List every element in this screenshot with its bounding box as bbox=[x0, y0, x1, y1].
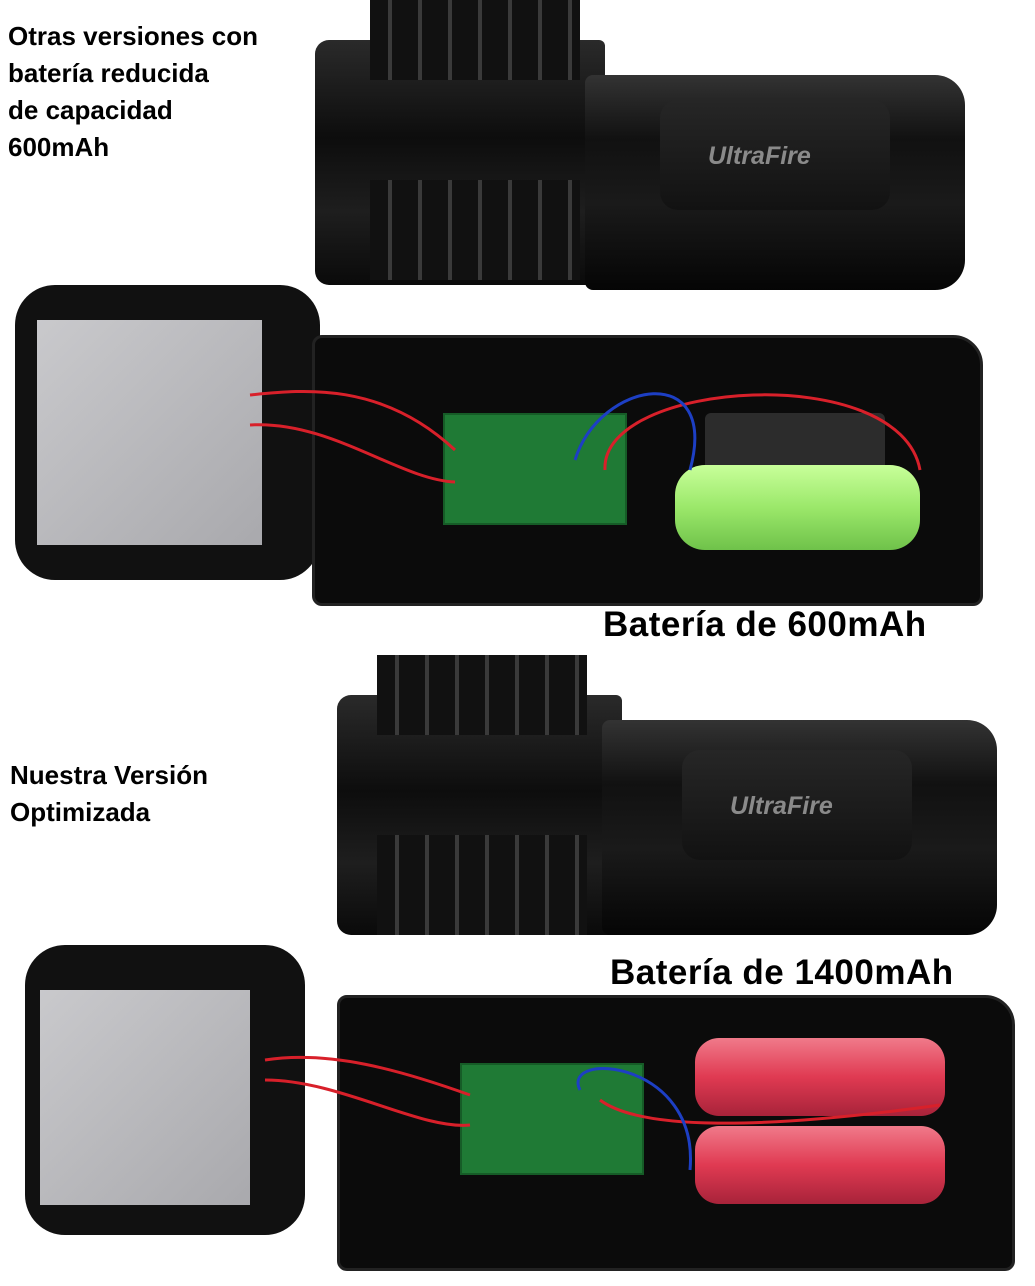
top-note-line: 600mAh bbox=[8, 132, 110, 162]
open-case-top bbox=[312, 335, 983, 606]
red-wire bbox=[249, 389, 457, 452]
red-wire bbox=[603, 393, 922, 471]
logo-plate: UltraFire bbox=[660, 100, 890, 210]
bottom-note: Nuestra Versión Optimizada bbox=[10, 757, 208, 831]
cooling-fins bbox=[370, 180, 580, 280]
battery-600mah bbox=[675, 465, 920, 550]
bottom-note-line: Nuestra Versión bbox=[10, 760, 208, 790]
led-panel bbox=[37, 320, 262, 545]
flashlight-bottom: UltraFire bbox=[337, 655, 1002, 945]
red-wire bbox=[249, 423, 456, 484]
cooling-fins bbox=[377, 655, 587, 735]
bottom-note-line: Optimizada bbox=[10, 797, 151, 827]
red-wire bbox=[264, 1078, 471, 1127]
led-panel bbox=[40, 990, 250, 1205]
cooling-fins bbox=[377, 835, 587, 935]
blue-wire bbox=[576, 1067, 692, 1171]
flashlight-top: UltraFire bbox=[315, 0, 975, 300]
battery-1400mah-cell bbox=[695, 1126, 945, 1204]
battery-600-caption: Batería de 600mAh bbox=[603, 605, 927, 644]
blue-wire bbox=[573, 392, 697, 471]
battery-1400mah-cell bbox=[695, 1038, 945, 1116]
top-note-line: de capacidad bbox=[8, 95, 173, 125]
top-note-line: batería reducida bbox=[8, 58, 209, 88]
led-panel-frame bbox=[25, 945, 305, 1235]
driver-pcb bbox=[443, 413, 627, 525]
led-panel-frame bbox=[15, 285, 320, 580]
open-case-bottom bbox=[337, 995, 1015, 1271]
brand-logo: UltraFire bbox=[730, 792, 833, 820]
logo-plate: UltraFire bbox=[682, 750, 912, 860]
battery-1400-caption: Batería de 1400mAh bbox=[610, 953, 954, 992]
red-wire bbox=[264, 1055, 471, 1097]
top-note-line: Otras versiones con bbox=[8, 21, 258, 51]
driver-pcb bbox=[460, 1063, 644, 1175]
red-wire bbox=[599, 1098, 941, 1125]
top-note: Otras versiones con batería reducida de … bbox=[8, 18, 258, 166]
cooling-fins bbox=[370, 0, 580, 80]
brand-logo: UltraFire bbox=[708, 142, 811, 170]
